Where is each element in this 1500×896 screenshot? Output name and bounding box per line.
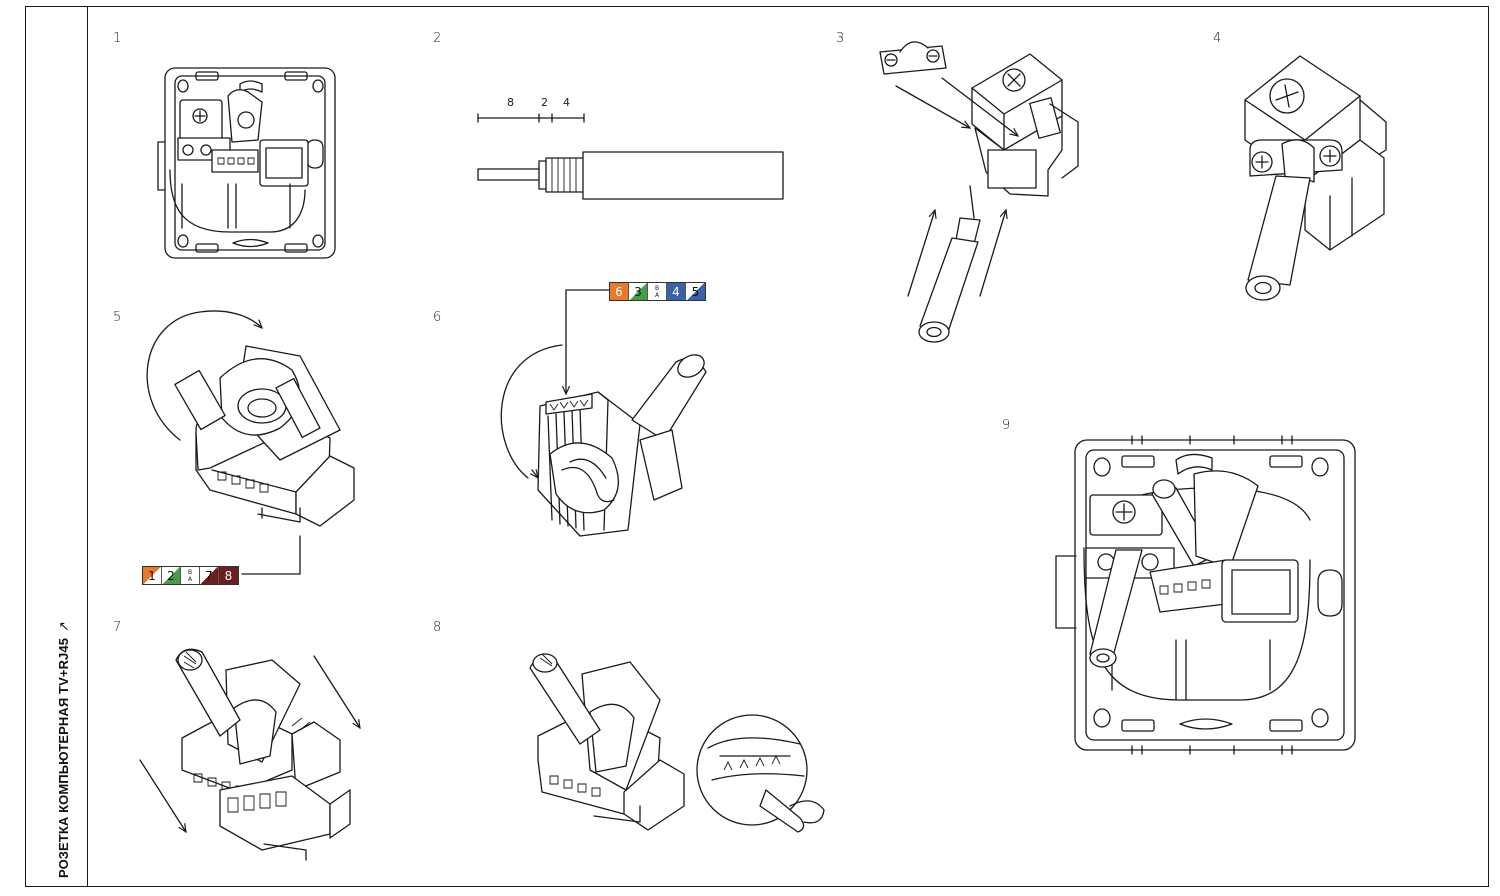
drawing-frame xyxy=(25,6,1489,887)
step-7-close-halves-illustration xyxy=(139,648,360,861)
step-9-number: 9 xyxy=(1002,418,1011,433)
step-6-number: 6 xyxy=(433,310,442,325)
wire-7-label: 7 xyxy=(205,568,213,583)
step-4-clamped-block-illustration xyxy=(1244,55,1387,301)
wire-1-label: 1 xyxy=(148,568,156,583)
wire-3-label: 3 xyxy=(634,284,642,299)
step-2-cable-strip-illustration: 8 2 4 xyxy=(477,96,784,200)
dimension-2: 2 xyxy=(541,96,548,109)
sidebar-divider xyxy=(87,6,88,887)
step-7-number: 7 xyxy=(113,620,122,635)
wire-8-swatch: 8 xyxy=(219,567,238,584)
wire-5-swatch: 5 xyxy=(686,283,705,300)
step-2-number: 2 xyxy=(433,31,442,46)
wire-2-label: 2 xyxy=(167,568,175,583)
dimension-8: 8 xyxy=(507,96,514,109)
step-1-socket-illustration xyxy=(157,67,336,259)
step-5-number: 5 xyxy=(113,310,122,325)
wire-2-swatch: 2 xyxy=(162,567,181,584)
pair-b-label: B xyxy=(654,284,660,292)
wire-1-swatch: 1 xyxy=(143,567,162,584)
step-1-number: 1 xyxy=(113,31,122,46)
wire-3-swatch: 3 xyxy=(629,283,648,300)
step-9-assembled-socket-illustration xyxy=(1055,435,1356,755)
pair-b-label-2: B xyxy=(187,568,193,576)
pair-a-label: A xyxy=(654,291,660,299)
wire-8-label: 8 xyxy=(224,568,233,583)
wire-4-swatch: 4 xyxy=(667,283,686,300)
step-5-rotate-illustration xyxy=(146,310,355,575)
wire-6-swatch: 6 xyxy=(610,283,629,300)
wire-6-label: 6 xyxy=(615,284,623,299)
step-8-number: 8 xyxy=(433,620,442,635)
wire-4-label: 4 xyxy=(672,284,680,299)
step-6-insert-wires-illustration xyxy=(500,289,707,537)
step-3-number: 3 xyxy=(836,31,845,46)
step-4-number: 4 xyxy=(1213,31,1222,46)
wire-7-swatch: 7 xyxy=(200,567,219,584)
wire-5-label: 5 xyxy=(691,284,700,299)
step-8-trim-ends-illustration xyxy=(529,653,825,833)
step-3-coax-insert-illustration xyxy=(879,41,1079,343)
dimension-4: 4 xyxy=(563,96,570,109)
pair-a-label-2: A xyxy=(187,575,193,583)
